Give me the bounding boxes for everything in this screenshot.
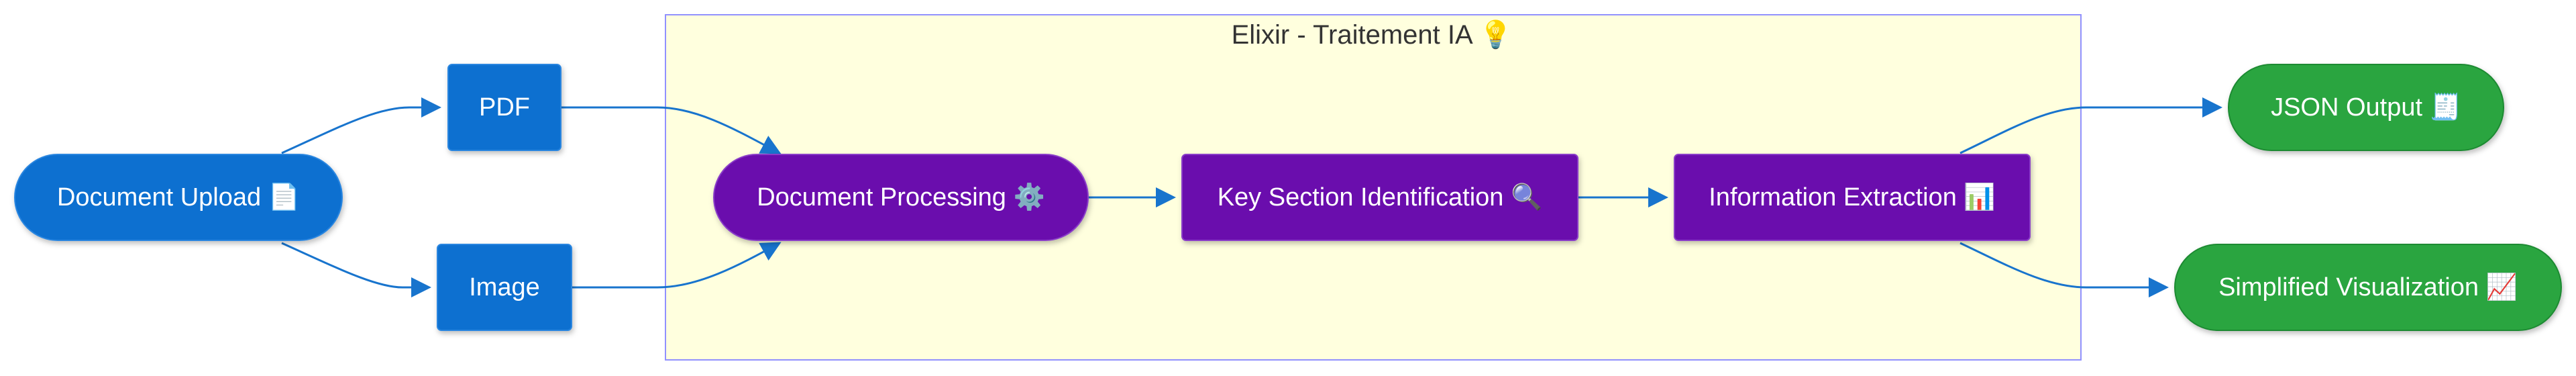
node-key-section-identification[interactable]: Key Section Identification 🔍 [1181, 154, 1578, 241]
node-information-extraction[interactable]: Information Extraction 📊 [1674, 154, 2031, 241]
node-shape [437, 244, 572, 331]
node-label: Information Extraction 📊 [1709, 182, 1995, 211]
node-shape [1181, 154, 1578, 241]
node-shape [447, 64, 561, 151]
node-label: PDF [479, 93, 530, 122]
node-shape [14, 154, 343, 241]
node-label: Key Section Identification 🔍 [1218, 181, 1543, 211]
node-label: Document Upload 📄 [57, 182, 300, 211]
node-image[interactable]: Image [437, 244, 572, 331]
edge-image-to-processing [572, 242, 782, 289]
node-document-processing[interactable]: Document Processing ⚙️ [713, 154, 1089, 241]
node-shape [1674, 154, 2031, 241]
node-simplified-visualization[interactable]: Simplified Visualization 📈 [2174, 244, 2562, 331]
edge-pdf-to-processing [561, 106, 782, 154]
node-shape [713, 154, 1089, 241]
node-label: Document Processing ⚙️ [757, 182, 1045, 211]
node-label: Simplified Visualization 📈 [2218, 272, 2518, 301]
node-document-upload[interactable]: Document Upload 📄 [14, 154, 343, 241]
edge-upload-to-image [281, 242, 431, 297]
edge-extraction-to-json [1960, 97, 2222, 154]
edge-upload-to-pdf [281, 97, 441, 154]
cluster-title: Elixir - Traitement IA 💡 [1232, 19, 1513, 50]
node-json-output[interactable]: JSON Output 🧾 [2228, 64, 2504, 151]
node-shape [2174, 244, 2562, 331]
edges [281, 97, 2222, 297]
node-pdf[interactable]: PDF [447, 64, 561, 151]
node-label: Image [469, 273, 540, 301]
edge-extraction-to-visualization [1960, 242, 2169, 297]
node-label: JSON Output 🧾 [2271, 92, 2461, 122]
node-shape [2228, 64, 2504, 151]
